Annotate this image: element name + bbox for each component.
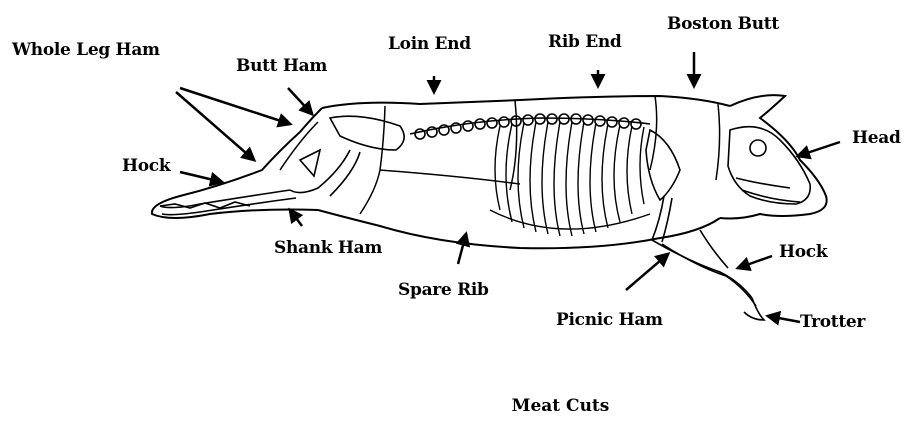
label-shank-ham: Shank Ham <box>274 240 382 257</box>
arrow-whole-leg-ham-1 <box>180 88 290 124</box>
arrow-head <box>798 142 840 156</box>
arrow-trotter <box>768 316 800 322</box>
label-hock-front: Hock <box>779 244 827 261</box>
label-loin-end: Loin End <box>388 36 471 53</box>
front-leg-bones <box>646 130 764 320</box>
arrow-hock-front <box>738 256 772 268</box>
label-trotter: Trotter <box>800 314 865 331</box>
diagram-caption: Meat Cuts <box>0 398 911 415</box>
arrow-whole-leg-ham-2 <box>176 92 254 160</box>
arrow-picnic-ham <box>626 254 668 290</box>
arrow-shank-ham <box>290 210 302 226</box>
arrow-butt-ham <box>288 88 312 114</box>
rear-leg-bones <box>160 116 404 214</box>
label-butt-ham: Butt Ham <box>236 58 327 75</box>
label-whole-leg-ham: Whole Leg Ham <box>12 42 160 59</box>
label-hock-rear: Hock <box>122 158 170 175</box>
label-head: Head <box>852 130 901 147</box>
label-rib-end: Rib End <box>548 34 622 51</box>
label-picnic-ham: Picnic Ham <box>556 312 663 329</box>
label-spare-rib: Spare Rib <box>398 282 489 299</box>
skull <box>728 127 810 204</box>
cut-lines <box>280 96 720 214</box>
rib-cage <box>490 122 650 236</box>
label-boston-butt: Boston Butt <box>667 16 779 33</box>
spine <box>410 114 650 139</box>
arrow-spare-rib <box>458 234 466 264</box>
arrow-hock-rear <box>180 172 222 182</box>
